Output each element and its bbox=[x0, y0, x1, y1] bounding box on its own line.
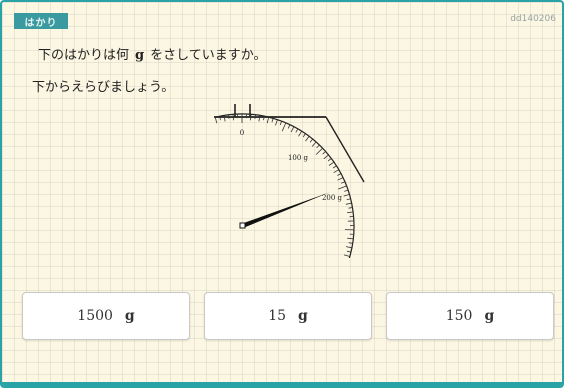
dial-tick bbox=[298, 130, 303, 137]
dial-tick bbox=[254, 114, 256, 119]
dial-tick bbox=[337, 177, 344, 181]
dial-tick bbox=[214, 117, 218, 124]
question-id: dd140206 bbox=[510, 14, 556, 24]
dial-tick bbox=[305, 136, 310, 142]
dial-tick bbox=[309, 138, 313, 143]
dial-label-0: 0 bbox=[240, 129, 244, 137]
dial-tick bbox=[323, 154, 329, 160]
dial-tick bbox=[343, 194, 350, 197]
bottom-accent-bar bbox=[2, 382, 562, 386]
question-line-2: 下からえらびましょう。 bbox=[32, 80, 175, 95]
dial-tick bbox=[258, 115, 261, 122]
dial-tick bbox=[347, 237, 354, 240]
dial-tick bbox=[345, 202, 352, 205]
answer-unit: g bbox=[298, 308, 308, 324]
dial-ticks bbox=[214, 114, 354, 257]
dial-tick bbox=[315, 147, 323, 155]
dial-tick bbox=[346, 198, 351, 201]
dial-tick bbox=[250, 114, 252, 121]
dial-tick bbox=[316, 144, 320, 149]
dial-tick bbox=[295, 128, 299, 133]
dial-tick bbox=[302, 133, 306, 138]
answer-button-150[interactable]: 150 g bbox=[386, 292, 554, 340]
dial-tick bbox=[343, 254, 350, 257]
dial-tick bbox=[327, 158, 332, 162]
dial-tick bbox=[219, 116, 221, 121]
dial-tick bbox=[228, 114, 230, 119]
dial-tick bbox=[290, 126, 295, 133]
dial-tick bbox=[341, 181, 346, 184]
dial-tick bbox=[311, 141, 317, 147]
dial-tick bbox=[347, 211, 354, 214]
answer-unit: g bbox=[484, 308, 495, 324]
question-unit: g bbox=[135, 48, 145, 63]
question-line-1: 下のはかりは何 g をさしていますか。 bbox=[38, 44, 266, 63]
answer-unit: g bbox=[124, 308, 135, 324]
answer-value: 150 bbox=[445, 308, 473, 324]
dial-tick bbox=[279, 121, 282, 126]
answer-value: 15 bbox=[268, 308, 287, 324]
dial-arc bbox=[214, 113, 355, 258]
dial-tick bbox=[232, 114, 234, 121]
scale-needle bbox=[241, 192, 330, 229]
dial-tick bbox=[346, 250, 351, 253]
dial-tick bbox=[275, 119, 278, 126]
dial-tick bbox=[337, 173, 342, 176]
topic-tag: はかり bbox=[14, 13, 68, 29]
answer-button-1500[interactable]: 1500 g bbox=[22, 292, 190, 340]
dial-tick bbox=[333, 169, 339, 174]
dial-tick bbox=[263, 116, 265, 121]
dial-tick bbox=[271, 118, 274, 123]
dial-tick bbox=[223, 115, 226, 122]
dial-tick bbox=[332, 165, 337, 169]
kitchen-scale: 0 100 g 200 g bbox=[214, 104, 365, 258]
dial-tick bbox=[338, 185, 347, 190]
dial-tick bbox=[344, 189, 349, 192]
answer-value: 1500 bbox=[77, 308, 113, 324]
needle-pivot bbox=[239, 222, 246, 229]
dial-tick bbox=[348, 207, 353, 209]
answer-button-15[interactable]: 15 g bbox=[204, 292, 372, 340]
dial-tick bbox=[287, 124, 291, 129]
question-text-after: をさしていますか。 bbox=[150, 48, 267, 63]
question-text-before: 下のはかりは何 bbox=[38, 48, 130, 63]
dial-label-100: 100 g bbox=[288, 154, 309, 162]
dial-tick bbox=[328, 161, 335, 166]
dial-tick bbox=[322, 151, 326, 155]
dial-tick bbox=[281, 122, 287, 132]
dial-tick bbox=[266, 117, 270, 124]
dial-label-200: 200 g bbox=[322, 194, 343, 202]
dial-tick bbox=[348, 242, 353, 244]
dial-tick bbox=[345, 246, 352, 249]
